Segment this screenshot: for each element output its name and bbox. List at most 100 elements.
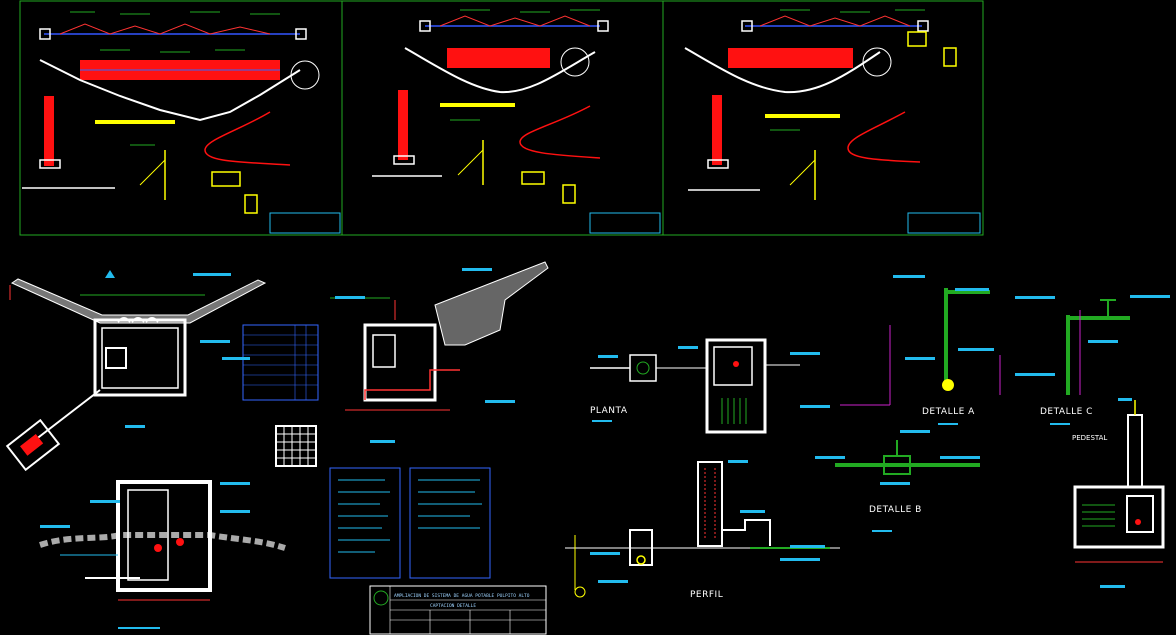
detail-callout-icon xyxy=(862,47,892,77)
wing-walls xyxy=(10,278,267,324)
pipe-vertical xyxy=(712,95,722,165)
detalle-a-label: DETALLE A xyxy=(922,407,975,417)
planta-label: PLANTA xyxy=(590,406,628,416)
box xyxy=(39,28,51,40)
fitting xyxy=(943,47,957,67)
intake-section xyxy=(39,480,286,629)
fitting xyxy=(907,31,927,47)
fitting xyxy=(521,171,545,185)
sheet-1 xyxy=(22,23,341,234)
pedestal-base xyxy=(1073,485,1165,549)
chamber-wall xyxy=(116,480,212,592)
pipe-point xyxy=(176,538,184,546)
weep-holes xyxy=(117,317,159,323)
longitudinal-section xyxy=(330,261,549,411)
reinforcement xyxy=(364,369,460,400)
profile-zigzag xyxy=(439,15,591,27)
top-leaders xyxy=(70,9,925,146)
brace xyxy=(139,159,166,186)
quantity-table xyxy=(242,324,319,467)
section-chamber-inner xyxy=(372,334,396,368)
brace xyxy=(789,159,816,186)
title-block xyxy=(589,212,661,234)
drain xyxy=(1135,519,1141,525)
pedestal-post xyxy=(1127,414,1143,488)
title-block-main: AMPLIACION DE SISTEMA DE AGUA POTABLE PU… xyxy=(369,585,547,635)
ground-hatch xyxy=(39,532,286,551)
sheet-frame xyxy=(19,0,984,236)
pipe-section xyxy=(447,48,550,68)
north-arrow-icon xyxy=(105,270,115,278)
detalle-c-label: DETALLE C xyxy=(1040,407,1093,417)
detail-callout-icon xyxy=(290,60,320,90)
box xyxy=(419,20,431,32)
pedestal-view: PEDESTAL xyxy=(1072,400,1165,563)
title-sheet: CAPTACION DETALLE xyxy=(430,603,476,609)
profile-zigzag xyxy=(59,23,271,35)
intake-box xyxy=(93,318,187,397)
title-project: AMPLIACION DE SISTEMA DE AGUA POTABLE PU… xyxy=(394,593,530,599)
valve-box xyxy=(105,347,127,369)
backfill-hatch xyxy=(434,261,549,346)
tank-detail xyxy=(5,418,61,472)
bend-pipe xyxy=(847,111,921,163)
valve-box-section xyxy=(629,529,653,566)
valve xyxy=(636,555,646,565)
profile-zigzag xyxy=(759,15,911,27)
terrain-line xyxy=(684,47,881,94)
sheet-3 xyxy=(684,15,981,234)
base xyxy=(393,155,415,165)
detalle-b: DETALLE B xyxy=(835,440,980,532)
pipe-point xyxy=(733,361,739,367)
intake-plan xyxy=(5,270,267,472)
title-block xyxy=(269,212,341,234)
perfil-label: PERFIL xyxy=(690,590,723,600)
notes-panel xyxy=(329,467,401,579)
terrain-line xyxy=(404,47,596,94)
wall-section xyxy=(697,461,723,547)
grate xyxy=(275,425,317,467)
callout-bubble xyxy=(574,586,586,598)
bend-pipe xyxy=(519,105,601,159)
tank-fill xyxy=(20,433,44,456)
valve xyxy=(636,361,650,375)
brace xyxy=(457,149,484,176)
box xyxy=(597,20,609,32)
box xyxy=(917,20,929,32)
logo xyxy=(373,590,389,606)
fitting xyxy=(562,184,576,204)
chamber-inner xyxy=(127,489,169,581)
table-frame xyxy=(242,324,319,401)
inner-box xyxy=(101,327,179,389)
base xyxy=(39,159,61,169)
annotation-bars xyxy=(40,268,1170,588)
pedestal-label: PEDESTAL xyxy=(1072,434,1107,442)
detail-callout-icon xyxy=(560,47,590,77)
detalle-b-label: DETALLE B xyxy=(869,505,922,515)
valve xyxy=(942,379,954,391)
title-block xyxy=(907,212,981,234)
pipe-vertical xyxy=(44,96,54,166)
chamber-plan xyxy=(705,338,767,434)
bend-pipe xyxy=(204,111,291,166)
box xyxy=(741,20,753,32)
outlet-pipe xyxy=(34,389,101,441)
fitting xyxy=(211,171,241,187)
section-chamber xyxy=(363,323,437,402)
fitting xyxy=(244,194,258,214)
pipe-point xyxy=(154,544,162,552)
detalle-a: DETALLE A xyxy=(840,288,1001,425)
planta-view: PLANTA xyxy=(590,338,800,434)
chamber-inner-plan xyxy=(713,346,753,386)
step xyxy=(722,519,771,546)
notes xyxy=(329,467,491,579)
notes-panel xyxy=(409,467,491,579)
terrain-line xyxy=(39,59,301,122)
pipe-section xyxy=(728,48,853,68)
box xyxy=(295,28,307,40)
perfil-view: PERFIL xyxy=(565,461,840,600)
detalle-c: DETALLE C xyxy=(1040,299,1130,425)
small-box xyxy=(629,354,657,382)
